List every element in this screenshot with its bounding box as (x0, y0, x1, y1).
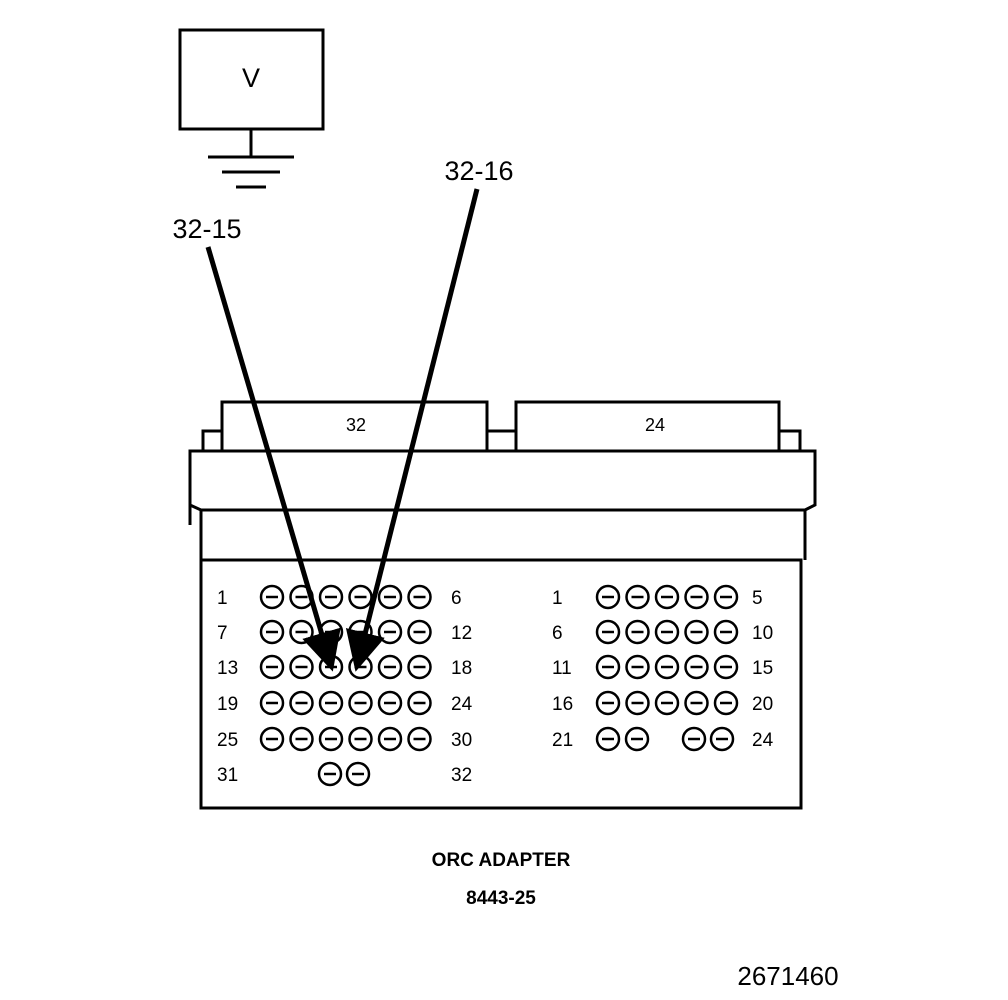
pin-socket (259, 584, 285, 610)
pin-row-left-label: 6 (552, 623, 563, 644)
pin-row-right-label: 5 (752, 588, 763, 609)
pin-row-left-label: 1 (217, 588, 228, 609)
pin-row-right-label: 10 (752, 623, 773, 644)
pin-socket (654, 584, 680, 610)
pin-socket (407, 726, 432, 752)
pin-row-left-label: 13 (217, 658, 238, 679)
pin-socket (407, 584, 432, 610)
pin-socket (377, 619, 403, 645)
pin-socket (407, 690, 432, 716)
connector-24-header-label: 24 (645, 415, 665, 435)
connector-24-header (514, 400, 781, 454)
pin-row-left-label: 31 (217, 765, 238, 786)
pin-socket (654, 690, 680, 716)
pin-row-left-label: 21 (552, 730, 573, 751)
pin-socket (684, 690, 709, 716)
pin-row-right-label: 15 (752, 658, 773, 679)
voltmeter-label: V (242, 63, 260, 93)
ground-icon (208, 129, 294, 189)
pin-row-right-label: 24 (451, 694, 473, 715)
pin-row-right-label: 24 (752, 730, 774, 751)
connector-32-header-label: 32 (346, 415, 366, 435)
probe-lead-32-15 (205, 246, 341, 672)
pin-socket (654, 619, 680, 645)
pin-row-right-label: 20 (752, 694, 773, 715)
pin-socket (625, 690, 650, 716)
pin-socket (348, 584, 373, 610)
pin-socket (259, 690, 285, 716)
pin-row-left-label: 19 (217, 694, 238, 715)
pin-socket (317, 761, 343, 787)
pin-socket (377, 654, 403, 680)
pin-socket (625, 654, 650, 680)
pin-row-right-label: 6 (451, 588, 462, 609)
pin-socket (713, 619, 739, 645)
probe-label-32-16: 32-16 (444, 156, 513, 186)
pin-socket (407, 654, 432, 680)
pin-row-right-label: 30 (451, 730, 472, 751)
pin-socket (289, 654, 314, 680)
pin-socket (318, 726, 344, 752)
pin-socket (713, 690, 739, 716)
pin-socket (595, 690, 621, 716)
pin-socket (348, 726, 373, 752)
pin-row-left-label: 11 (552, 658, 572, 679)
pin-socket (684, 584, 709, 610)
pin-row-right-label: 12 (451, 623, 472, 644)
pin-row-left-label: 7 (217, 623, 228, 644)
pin-socket (377, 690, 403, 716)
pin-row-left-label: 1 (552, 588, 563, 609)
pin-socket (289, 726, 314, 752)
pin-row-right-label: 32 (451, 765, 472, 786)
pin-socket (625, 619, 650, 645)
pin-socket (713, 584, 739, 610)
adapter-body (188, 400, 817, 810)
pin-socket (595, 726, 621, 752)
pin-socket (377, 584, 403, 610)
pin-socket (684, 619, 709, 645)
voltmeter: V (178, 28, 325, 131)
pin-socket (709, 726, 735, 752)
pin-socket (595, 654, 621, 680)
pin-socket (681, 726, 707, 752)
pin-socket (318, 584, 344, 610)
pin-socket (289, 690, 314, 716)
pin-socket (259, 654, 285, 680)
probe-leads (205, 188, 480, 672)
probe-label-32-15: 32-15 (172, 214, 241, 244)
pin-socket (595, 619, 621, 645)
pin-socket (289, 619, 314, 645)
figure-number: 2671460 (737, 961, 838, 991)
pin-socket (625, 584, 650, 610)
pin-row-left-label: 25 (217, 730, 238, 751)
pin-socket (595, 584, 621, 610)
caption-part-number: 8443-25 (466, 888, 536, 909)
caption-title: ORC ADAPTER (432, 850, 571, 871)
connector-32-face: 1 6 7 12 13 18 19 24 25 30 31 32 (217, 584, 473, 787)
pin-socket (684, 654, 709, 680)
pin-socket (377, 726, 403, 752)
pin-row-right-label: 18 (451, 658, 472, 679)
pin-socket (345, 761, 371, 787)
probe-lead-32-16 (345, 188, 480, 672)
pin-socket (624, 726, 650, 752)
pin-socket (348, 690, 373, 716)
pin-socket (259, 619, 285, 645)
pin-socket (259, 726, 285, 752)
pin-socket (713, 654, 739, 680)
pin-socket (318, 690, 344, 716)
pin-row-left-label: 16 (552, 694, 573, 715)
pin-socket (654, 654, 680, 680)
pin-socket (407, 619, 432, 645)
